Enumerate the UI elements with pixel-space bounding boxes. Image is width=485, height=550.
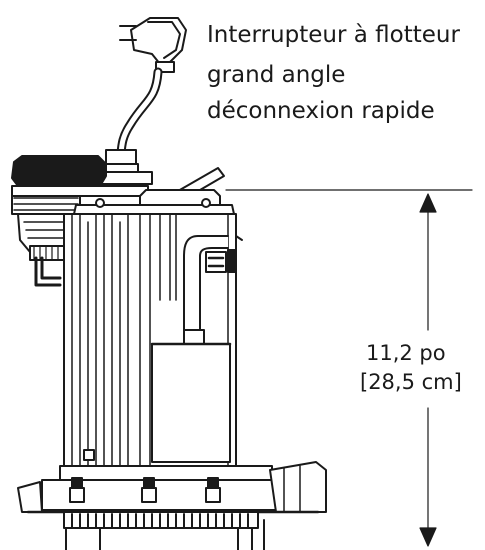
height-imperial-label: 11,2 po [366, 341, 446, 365]
height-dimension [225, 189, 473, 547]
float-switch-label-line-1: Interrupteur à flotteur [207, 22, 460, 48]
intake-screen [63, 511, 265, 550]
float-switch-label-line-2: grand angle [207, 62, 346, 88]
power-cord [115, 67, 163, 167]
power-plug [119, 17, 187, 73]
pump-base [17, 461, 327, 514]
float-switch-label-line-3: déconnexion rapide [207, 98, 435, 124]
cord-gland [101, 149, 153, 185]
top-plate [73, 189, 235, 215]
height-metric-label: [28,5 cm] [360, 370, 462, 394]
float-switch [150, 235, 243, 463]
